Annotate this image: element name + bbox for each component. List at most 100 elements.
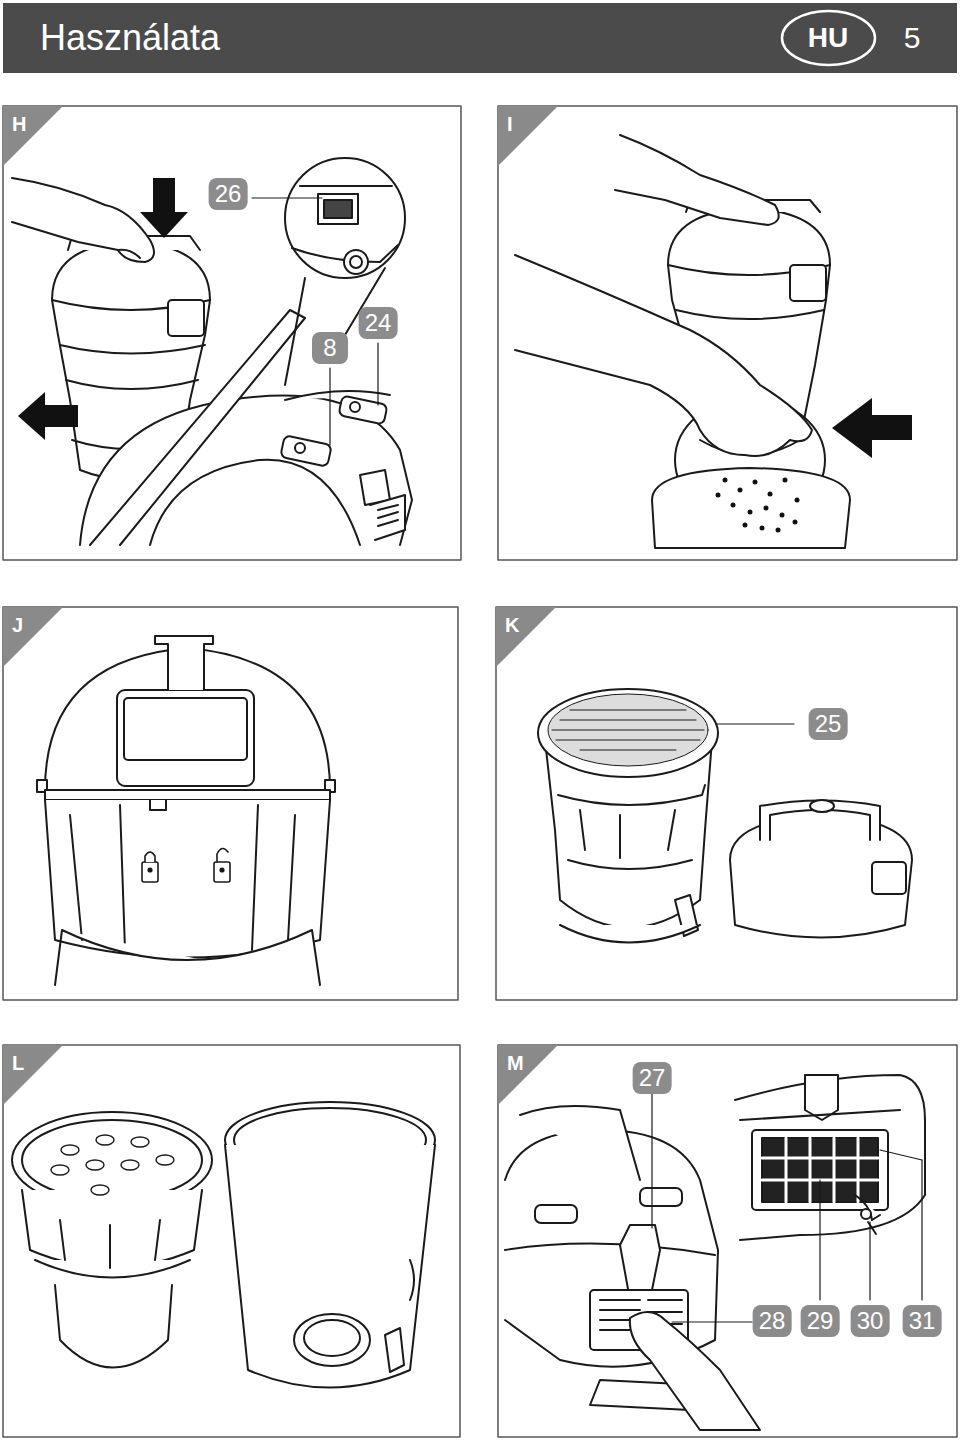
vacuum-illustration [52, 236, 412, 545]
dust-container [117, 690, 254, 786]
lid-illustration [770, 810, 870, 840]
detail-inset [740, 1110, 900, 1120]
panel-corner [3, 106, 63, 166]
bin-illustration [225, 1102, 435, 1388]
callout-number: 8 [312, 332, 348, 364]
filter-illustration [60, 1220, 160, 1268]
hand-illustration [515, 135, 812, 456]
panel-letter: M [507, 1053, 524, 1073]
callout-number: 30 [851, 1305, 890, 1337]
panel-corner [3, 607, 63, 667]
panel-frame [3, 106, 957, 1437]
filter-mesh [552, 710, 704, 750]
dust-dots [731, 503, 736, 508]
canister-illustration [558, 785, 705, 805]
hand-illustration [12, 178, 154, 262]
detail-inset [861, 1209, 871, 1219]
filter-mesh [548, 694, 708, 766]
lock-icon [142, 862, 158, 882]
page-number: 5 [904, 23, 921, 53]
detail-inset [285, 278, 305, 385]
filter-holes [96, 1135, 114, 1145]
vacuum-illustration [295, 443, 305, 453]
bin-illustration [652, 468, 850, 548]
hand-illustration [118, 250, 140, 258]
leader-line [880, 1150, 922, 1160]
callout-number: 29 [801, 1305, 840, 1337]
canister-illustration [538, 689, 718, 777]
canister-illustration [580, 810, 675, 858]
callout-number: 25 [809, 708, 848, 740]
filter-illustration [35, 1260, 190, 1278]
panel-letter: K [505, 615, 519, 635]
canister-illustration [538, 689, 718, 943]
callout-number: 28 [753, 1305, 792, 1337]
dust-container [124, 698, 247, 760]
callout-number: 26 [209, 178, 248, 210]
dust-container [45, 800, 330, 958]
dust-container [45, 790, 330, 800]
leader-line [672, 1321, 752, 1322]
detail-inset [735, 1075, 925, 1240]
detail-inset [285, 158, 405, 385]
dust-dots [776, 528, 781, 533]
detail-inset [285, 158, 405, 278]
dust-dots [764, 506, 769, 511]
callout-number: 31 [903, 1305, 942, 1337]
leader-line [921, 1160, 922, 1300]
panel-corner [3, 1045, 63, 1105]
panel-frame [498, 1045, 957, 1437]
hand-illustration [615, 135, 779, 225]
lock-icon [145, 852, 155, 862]
vacuum-illustration [370, 495, 405, 540]
lock-icon [220, 868, 224, 872]
badge-outline [782, 11, 875, 65]
dust-container [150, 800, 166, 810]
dust-dots [723, 478, 728, 483]
bin-illustration [294, 1314, 370, 1366]
filter-illustration [12, 1112, 212, 1368]
leader-line [652, 1082, 922, 1322]
vacuum-illustration [90, 310, 305, 545]
leader-line [329, 368, 330, 445]
panel-corner [498, 106, 558, 166]
detail-inset [344, 250, 368, 274]
hand-illustration [515, 255, 812, 456]
detail-inset [735, 1075, 925, 1240]
filter-holes [86, 1160, 104, 1170]
leader-line [819, 1180, 820, 1300]
page-title: Használata [40, 20, 220, 56]
panel-frame [498, 106, 957, 560]
bin-illustration [304, 1320, 360, 1356]
header-bar [3, 3, 957, 73]
dust-dots [753, 480, 758, 485]
dust-dots [768, 492, 773, 497]
filter-holes [91, 1185, 109, 1195]
vacuum-illustration [338, 395, 387, 424]
dust-container [70, 805, 295, 950]
bin-illustration [410, 1260, 414, 1300]
lock-icon [142, 848, 230, 882]
vacuum-illustration [280, 435, 332, 466]
dust-dots [760, 526, 765, 531]
filter-holes [51, 1135, 174, 1195]
filter-holes [156, 1155, 174, 1165]
leader-line [869, 1222, 870, 1300]
bin-illustration [225, 1145, 435, 1388]
dust-dots [748, 510, 753, 515]
panel-frame [3, 106, 461, 560]
dust-container [155, 636, 213, 690]
dust-container [37, 636, 335, 985]
vacuum-illustration [640, 1188, 682, 1206]
vacuum-illustration [378, 505, 398, 526]
leader-line [716, 723, 794, 724]
arrow-symbol [18, 178, 188, 440]
dust-dots [738, 488, 743, 493]
vacuum-illustration [505, 1130, 718, 1367]
dust-dots [795, 498, 800, 503]
detail-inset [324, 200, 352, 218]
lid-illustration [730, 800, 912, 938]
vacuum-illustration [620, 1225, 660, 1300]
lid-illustration [872, 862, 906, 894]
language-badge: HU [780, 9, 877, 67]
